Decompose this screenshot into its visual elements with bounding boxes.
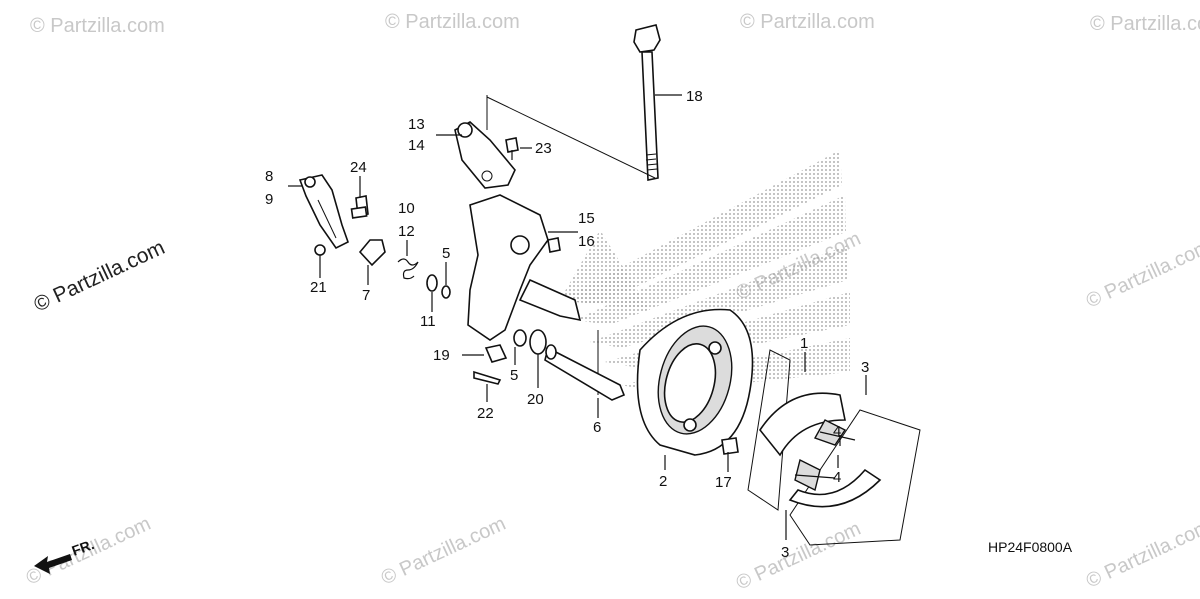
brake-shoe-part [747,349,921,546]
leader-lines [288,94,867,540]
nut-21-part [314,244,326,256]
callout-19: 19 [433,347,450,364]
brake-drum-part [636,308,754,456]
watermark-text: © Partzilla.com [30,236,168,317]
callout-20: 20 [527,391,544,408]
watermark-text: © Partzilla.com [1083,236,1200,313]
knuckle-part [467,194,582,341]
arrow-left-icon [34,554,72,574]
watermark-text: © Partzilla.com [385,11,520,33]
pivot-bolt-part [633,24,661,181]
callout-13: 13 [408,116,425,133]
diagram-code: HP24F0800A [988,539,1073,555]
callout-10: 10 [398,200,415,217]
callout-1: 1 [800,335,808,352]
watermark-text: © Partzilla.com [1090,13,1200,35]
watermark-text: © Partzilla.com [733,518,864,595]
callout-2: 2 [659,473,667,490]
cotter-pin-part [473,370,502,385]
callout-6: 6 [593,419,601,436]
callout-9: 9 [265,191,273,208]
hub-washers-part [484,329,547,363]
callout-21: 21 [310,279,327,296]
callout-22: 22 [477,405,494,422]
callout-18: 18 [686,88,703,105]
return-spring-part [397,258,419,280]
callout-5-lower: 5 [510,367,518,384]
small-bolt-24-part [350,195,369,219]
callout-24: 24 [350,159,367,176]
bracket-plate-part [454,121,519,189]
cam-shaft-part [544,344,626,401]
callout-8: 8 [265,168,273,185]
callout-3-lower: 3 [781,544,789,561]
callout-23: 23 [535,140,552,157]
front-label: FR. [70,536,97,559]
star-plate-part [358,239,386,267]
watermark-text: © Partzilla.com [378,513,509,590]
callout-7: 7 [362,287,370,304]
callout-16: 16 [578,233,595,250]
callout-12: 12 [398,223,415,240]
watermark-text: © Partzilla.com [1083,516,1200,593]
callout-14: 14 [408,137,425,154]
callout-3-upper: 3 [861,359,869,376]
front-direction-indicator: FR. [34,536,96,574]
drum-bolt-part [721,437,739,455]
callouts: 18 13 14 23 24 8 9 10 12 15 16 5 21 7 11… [265,88,869,561]
watermark-text: © Partzilla.com [30,15,165,37]
callout-15: 15 [578,210,595,227]
callout-4-lower: 4 [833,469,841,486]
callout-4-upper: 4 [833,423,841,440]
watermark-text: © Partzilla.com [740,11,875,33]
callout-17: 17 [715,474,732,491]
callout-5-upper: 5 [442,245,450,262]
callout-11: 11 [420,313,436,330]
brake-arm-part [298,174,349,250]
washers-part [426,274,451,299]
